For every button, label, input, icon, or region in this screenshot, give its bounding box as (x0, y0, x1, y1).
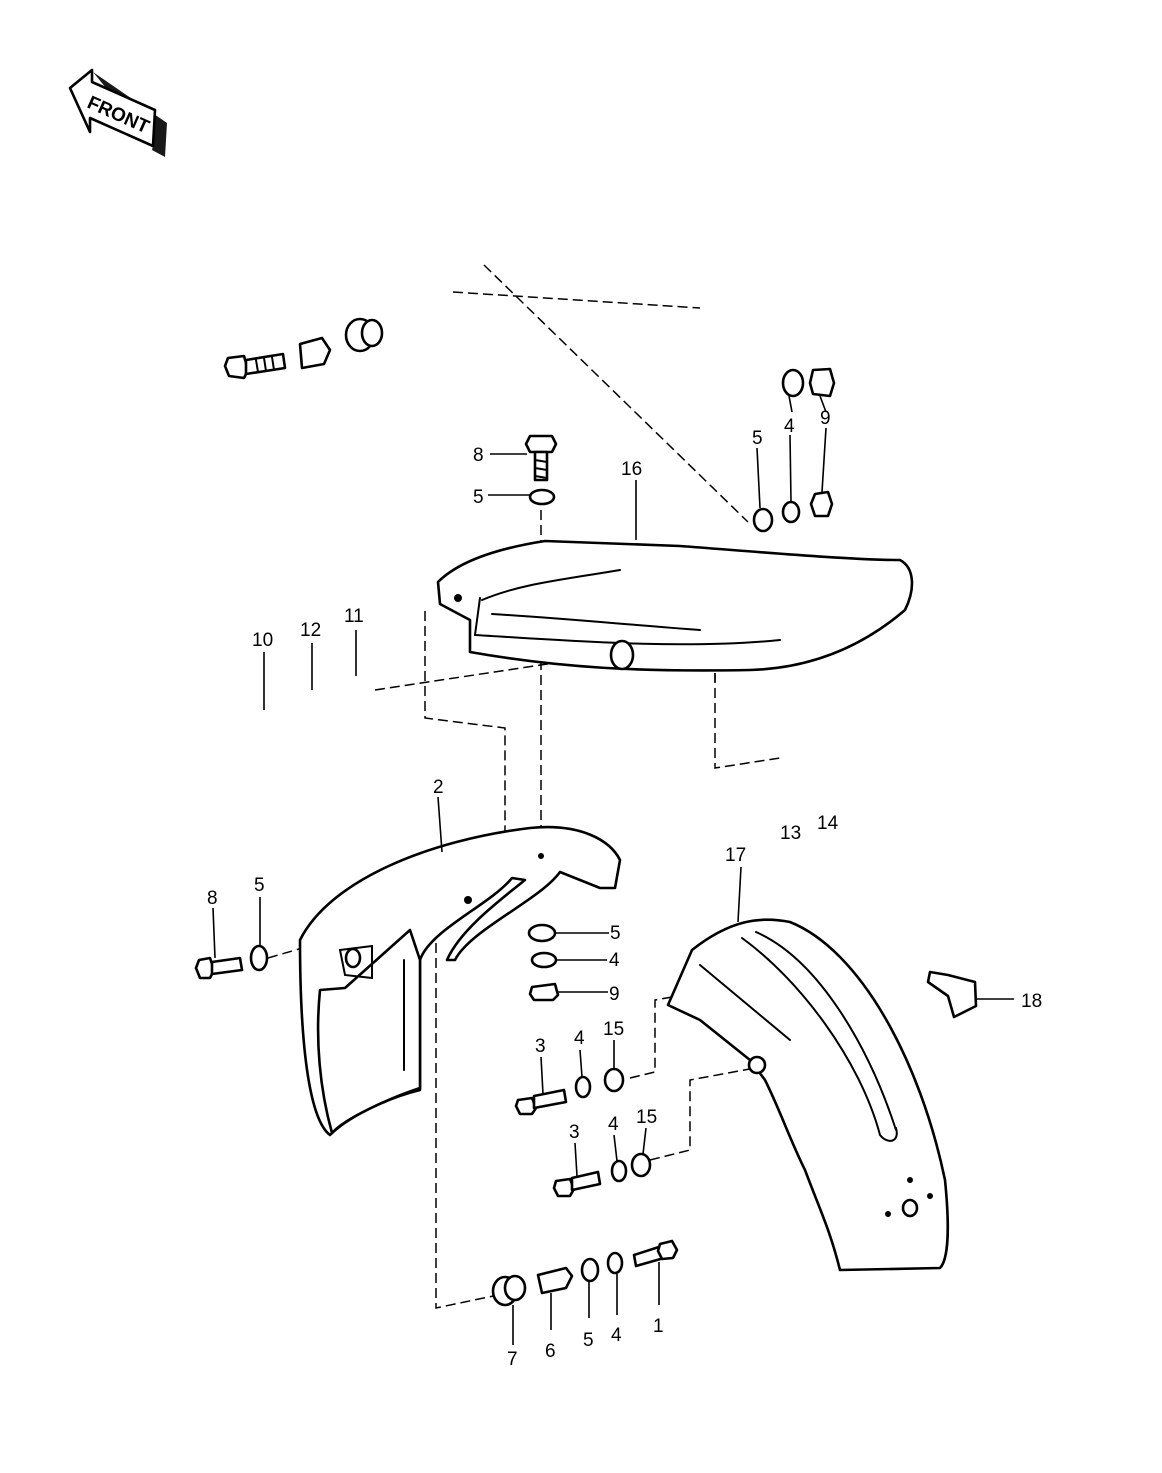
washer-5-mid (527, 923, 557, 943)
front-arrow-icon: FRONT (68, 68, 167, 157)
callout-10: 10 (252, 630, 273, 651)
callout-8-left: 8 (207, 888, 218, 909)
washer-5-rail (752, 507, 774, 533)
callout-5-top: 5 (473, 487, 484, 508)
grommet-11 (344, 317, 384, 353)
callout-4-upper: 4 (574, 1028, 585, 1049)
callout-18: 18 (1021, 991, 1042, 1012)
grommet-7 (491, 1274, 527, 1307)
clamp-part (926, 970, 978, 1019)
nut-9-rail (809, 490, 834, 518)
callout-11: 11 (344, 606, 364, 627)
callout-9-rail: 9 (820, 408, 831, 429)
rear-fender-part (666, 918, 950, 1272)
front-fender-part (298, 825, 622, 1137)
washer-15-lower (630, 1152, 652, 1178)
nut-14 (808, 367, 836, 398)
callout-4-lower: 4 (608, 1114, 619, 1135)
assembly-guide-lines (267, 264, 781, 1309)
callout-13: 13 (780, 823, 801, 844)
callout-5-bottom: 5 (583, 1330, 594, 1351)
collar-12 (298, 336, 332, 370)
callout-4-rail: 4 (784, 416, 795, 437)
washer-5-left (249, 944, 269, 972)
collar-6 (536, 1266, 574, 1295)
bolt-1 (632, 1239, 679, 1268)
callout-12: 12 (300, 620, 321, 641)
washer-15-upper (603, 1067, 625, 1093)
callout-5-rail: 5 (752, 428, 763, 449)
callout-15-upper: 15 (603, 1019, 624, 1040)
lockwasher-4-lower (610, 1159, 628, 1183)
callout-16: 16 (621, 459, 642, 480)
lockwasher-4-upper (574, 1075, 592, 1099)
callout-3-lower: 3 (569, 1122, 580, 1143)
callout-2: 2 (433, 777, 444, 798)
lockwasher-4-bottom (606, 1251, 624, 1275)
callout-leader-lines (212, 395, 1014, 1345)
callout-8-top: 8 (473, 445, 484, 466)
callout-7: 7 (507, 1349, 518, 1370)
callout-4-bottom: 4 (611, 1325, 622, 1346)
lockwasher-4-mid (530, 951, 558, 969)
bolt-10 (223, 352, 287, 380)
grab-rail-part (436, 539, 914, 672)
lockwasher-4-rail (781, 500, 801, 524)
callout-3-upper: 3 (535, 1036, 546, 1057)
callout-1: 1 (653, 1316, 664, 1337)
bolt-8-left (194, 956, 244, 980)
washer-13 (781, 368, 805, 398)
callout-5-left: 5 (254, 875, 265, 896)
callout-15-lower: 15 (636, 1107, 657, 1128)
callout-5-mid: 5 (610, 923, 621, 944)
callout-17: 17 (725, 845, 746, 866)
washer-5-bottom (580, 1257, 600, 1283)
callout-4-mid: 4 (609, 950, 620, 971)
bolt-8-top (524, 434, 558, 482)
nut-9-mid (528, 982, 560, 1002)
callout-9-mid: 9 (609, 984, 620, 1005)
washer-5-top (528, 488, 556, 506)
callout-numbers: 8 5 16 5 4 9 10 12 11 13 14 2 8 5 5 4 9 … (207, 408, 1042, 1370)
callout-6: 6 (545, 1341, 556, 1362)
bolt-3-upper (514, 1088, 568, 1116)
callout-14: 14 (817, 813, 839, 834)
bolt-3-lower (552, 1170, 602, 1198)
